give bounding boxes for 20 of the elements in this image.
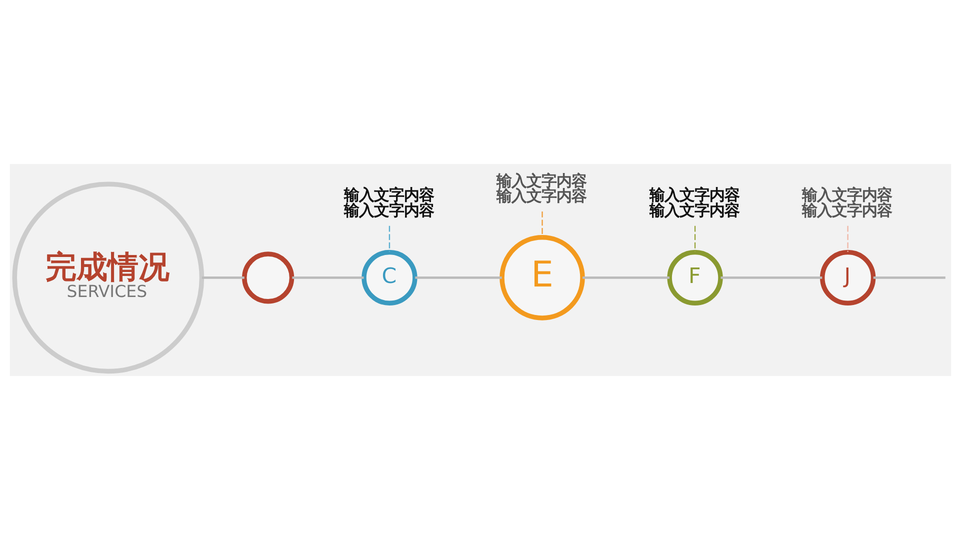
node-circle: E — [499, 235, 584, 320]
node-circle: 完成情况 SERVICES — [12, 182, 204, 374]
node-text: 输入文字内容输入文字内容 — [648, 186, 739, 220]
connector — [388, 226, 390, 252]
connector — [201, 276, 244, 279]
node-circle: J — [819, 250, 876, 306]
connector — [414, 276, 502, 279]
connector — [694, 226, 696, 252]
connector — [846, 226, 848, 252]
node-text: 输入文字内容输入文字内容 — [343, 186, 434, 220]
connector — [582, 276, 669, 279]
connector — [872, 276, 945, 279]
connector — [720, 276, 822, 279]
node-text: 输入文字内容输入文字内容 — [496, 172, 586, 206]
node-circle — [242, 252, 294, 304]
node-text: 输入文字内容输入文字内容 — [802, 186, 892, 220]
node-circle: C — [361, 250, 417, 306]
node-circle: F — [666, 250, 722, 306]
connector — [292, 276, 364, 279]
connector — [541, 211, 542, 238]
